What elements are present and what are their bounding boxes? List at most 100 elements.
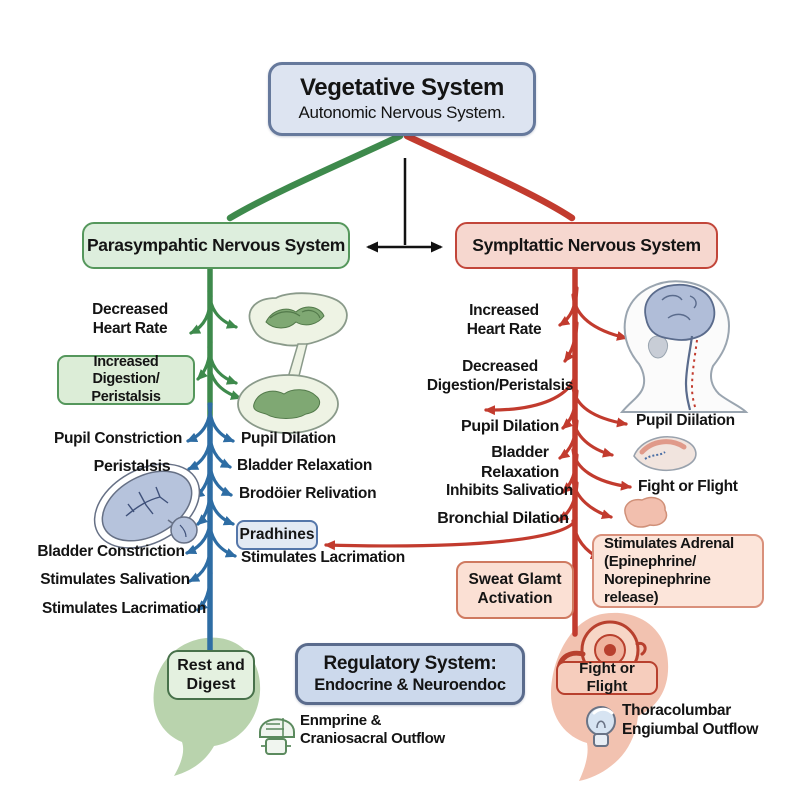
sympathetic-header-box: Sympltattic Nervous System — [455, 222, 718, 269]
label-line: Pupil Diilation — [636, 412, 735, 429]
green-branch-line — [226, 132, 404, 222]
regulatory-title: Regulatory System: — [323, 652, 497, 674]
branch-arrow — [196, 571, 213, 612]
label-line: Sweat Glamt — [468, 571, 562, 589]
label-pupil-dilation: Pupil Dilation — [241, 430, 361, 449]
branch-arrow — [324, 516, 578, 551]
label-line: Decreased — [462, 358, 538, 375]
label-line: Rest and — [177, 656, 245, 674]
label-pupil-dilation-sympathetic: Pupil Dilation — [458, 417, 562, 437]
label-line: Bladder Relaxation — [237, 457, 373, 474]
branch-arrow — [188, 542, 213, 583]
eyelid-icon — [633, 436, 697, 472]
label-line: Increased Digestion/ — [92, 353, 160, 388]
branch-arrow — [557, 481, 579, 522]
label-line: Craniosacral Outflow — [300, 730, 445, 748]
regulatory-system-box: Regulatory System: Endocrine & Neuroendo… — [295, 643, 525, 705]
head-profile-icon — [619, 280, 749, 413]
branch-arrow — [571, 448, 632, 491]
branch-arrow — [558, 419, 579, 460]
label-line: Engiumbal Outflow — [622, 720, 759, 738]
label-brodoier-relivation: Brodöier Relivation — [239, 485, 389, 504]
label-line: Fight or Flight — [579, 660, 635, 695]
fight-or-flight-box: Fight or Flight — [556, 660, 658, 695]
cranial-outflow-icon — [259, 718, 295, 755]
label-line: Activation — [477, 590, 553, 607]
sympathetic-header: Sympltattic Nervous System — [472, 235, 701, 255]
parasympathetic-branches-green — [189, 289, 242, 400]
label-line: Enmprine & — [300, 712, 382, 729]
increased-digestion-box: Increased Digestion/ Peristalsis — [57, 353, 195, 405]
label-fight-or-flight: Fight or Flight — [638, 478, 754, 497]
branch-arrow — [571, 416, 614, 458]
label-bladder-relaxation: Bladder Relaxation — [237, 457, 377, 476]
label-line: Pupil Dilation — [460, 418, 560, 435]
label-line: (Epinephrine/ — [604, 553, 696, 570]
label-line: Increased — [469, 302, 539, 319]
page-subtitle: Autonomic Nervous System. — [298, 103, 506, 123]
regulatory-subtitle: Endocrine & Neuroendoc — [314, 675, 506, 694]
stimulates-adrenal-box: Stimulates Adrenal (Epinephrine/ Norepin… — [592, 534, 764, 608]
parasympathetic-branches-blue — [185, 402, 237, 612]
label-decreased-digestion: Decreased Digestion/Peristalsis — [426, 358, 574, 396]
label-craniosacral-outflow: Enmprine & Craniosacral Outflow — [300, 712, 450, 749]
label-line: Relaxation — [481, 463, 559, 481]
label-line: Stimulates Salivation — [40, 571, 190, 588]
label-line: Norepinephrine release) — [604, 571, 711, 606]
label-line: Bronchial Dilation — [437, 510, 569, 527]
page-title: Vegetative System — [300, 74, 504, 102]
label-increased-heart-rate: Increased Heart Rate — [448, 302, 560, 340]
organ-blob-icon — [624, 496, 668, 528]
bladder-icon — [93, 463, 201, 549]
label-line: Pupil Dilation — [241, 430, 336, 447]
label-stimulates-lacrimation: Stimulates Lacrimation — [42, 600, 206, 619]
label-pupil-diilation: Pupil Diilation — [636, 412, 756, 431]
label-line: Thoracolumbar — [622, 702, 731, 719]
branch-arrow — [571, 293, 628, 341]
pradhines-box: Pradhines — [236, 520, 318, 550]
rest-and-digest-box: Rest and Digest — [167, 650, 255, 700]
label-line: Peristalsis — [93, 458, 171, 475]
branch-arrow — [207, 360, 242, 400]
parasympathetic-header-box: Parasympahtic Nervous System — [82, 222, 350, 269]
label-line: Bladder — [491, 444, 549, 461]
branch-arrow — [207, 456, 233, 497]
branch-arrow — [563, 321, 579, 363]
label-line: Bladder Constriction — [37, 543, 185, 560]
branch-arrow — [207, 517, 237, 558]
label-line: Inhibits Salivation — [446, 482, 573, 499]
label-line: Heart Rate — [92, 319, 168, 337]
label-line: Peristalsis — [91, 388, 161, 405]
bulb-outflow-icon — [586, 706, 616, 747]
label-pupil-constriction: Pupil Constriction — [48, 430, 188, 449]
label-inhibits-salivation: Inhibits Salivation — [446, 482, 573, 501]
intestines-icon — [237, 292, 348, 434]
root-connectors — [226, 132, 576, 253]
label-line: Stimulates Lacrimation — [241, 549, 405, 566]
sweat-gland-box: Sweat Glamt Activation — [456, 561, 574, 619]
label-thoracolumbar-outflow: Thoracolumbar Engiumbal Outflow — [622, 702, 772, 740]
label-line: Stimulates Adrenal — [604, 535, 734, 552]
branch-arrow — [207, 402, 235, 443]
branch-arrow — [571, 385, 628, 428]
label-bronchial-dilation: Bronchial Dilation — [436, 509, 570, 529]
branch-arrow — [558, 286, 579, 327]
label-peristalsis: Peristalsis — [76, 457, 188, 477]
label-line: Fight or Flight — [638, 478, 738, 495]
branch-arrow — [571, 478, 613, 520]
branch-arrow — [207, 289, 238, 329]
sympathetic-branches — [324, 286, 632, 560]
branch-arrow — [207, 345, 238, 385]
label-line: Heart Rate — [466, 320, 542, 338]
branch-arrow — [196, 340, 213, 381]
label-line: Decreased — [92, 301, 168, 318]
label-bladder-constriction: Bladder Constriction — [36, 543, 186, 562]
parasympathetic-header: Parasympahtic Nervous System — [86, 235, 346, 255]
label-bladder-relaxation-sympathetic: Bladder Relaxation — [476, 443, 564, 482]
label-line: Stimulates Lacrimation — [42, 600, 206, 617]
branch-arrow — [207, 428, 232, 469]
branch-arrow — [207, 485, 235, 526]
label-stimulates-salivation: Stimulates Salivation — [40, 571, 190, 590]
